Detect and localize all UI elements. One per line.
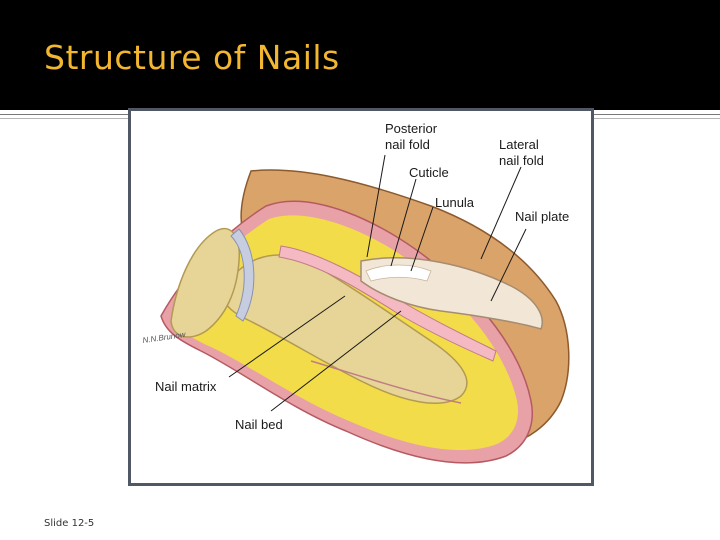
leader-lunula bbox=[410, 206, 434, 272]
label-nail-plate: Nail plate bbox=[515, 209, 569, 224]
lunula-shape bbox=[365, 264, 432, 282]
nail-anatomy-illustration: N.N.Brunow Posterior nail fold Lateral n… bbox=[142, 121, 570, 464]
label-nail-bed: Nail bed bbox=[235, 417, 283, 432]
slide-number: Slide 12-5 bbox=[44, 518, 95, 529]
leader-lines bbox=[228, 154, 527, 412]
label-posterior-nail-fold-line2: nail fold bbox=[385, 137, 430, 152]
slide-title: Structure of Nails bbox=[44, 38, 340, 77]
leader-posterior-nail-fold bbox=[366, 154, 386, 258]
nail-bed-line bbox=[310, 360, 462, 404]
label-lateral-nail-fold-line1: Lateral bbox=[499, 137, 539, 152]
illustrator-signature: N.N.Brunow bbox=[142, 330, 187, 345]
nail-anatomy-figure: N.N.Brunow Posterior nail fold Lateral n… bbox=[128, 108, 594, 486]
leader-nail-plate bbox=[490, 228, 527, 302]
label-lateral-nail-fold-line2: nail fold bbox=[499, 153, 544, 168]
label-posterior-nail-fold-line1: Posterior bbox=[385, 121, 438, 136]
slide-header: Structure of Nails bbox=[0, 0, 720, 110]
leader-nail-bed bbox=[270, 310, 402, 412]
leader-lateral-nail-fold bbox=[480, 166, 522, 260]
joint-capsule bbox=[230, 228, 255, 322]
leader-cuticle bbox=[390, 178, 417, 267]
label-lunula: Lunula bbox=[435, 195, 475, 210]
leader-nail-matrix bbox=[228, 295, 346, 378]
middle-phalanx-bone bbox=[170, 228, 240, 338]
label-nail-matrix: Nail matrix bbox=[155, 379, 217, 394]
label-cuticle: Cuticle bbox=[409, 165, 449, 180]
